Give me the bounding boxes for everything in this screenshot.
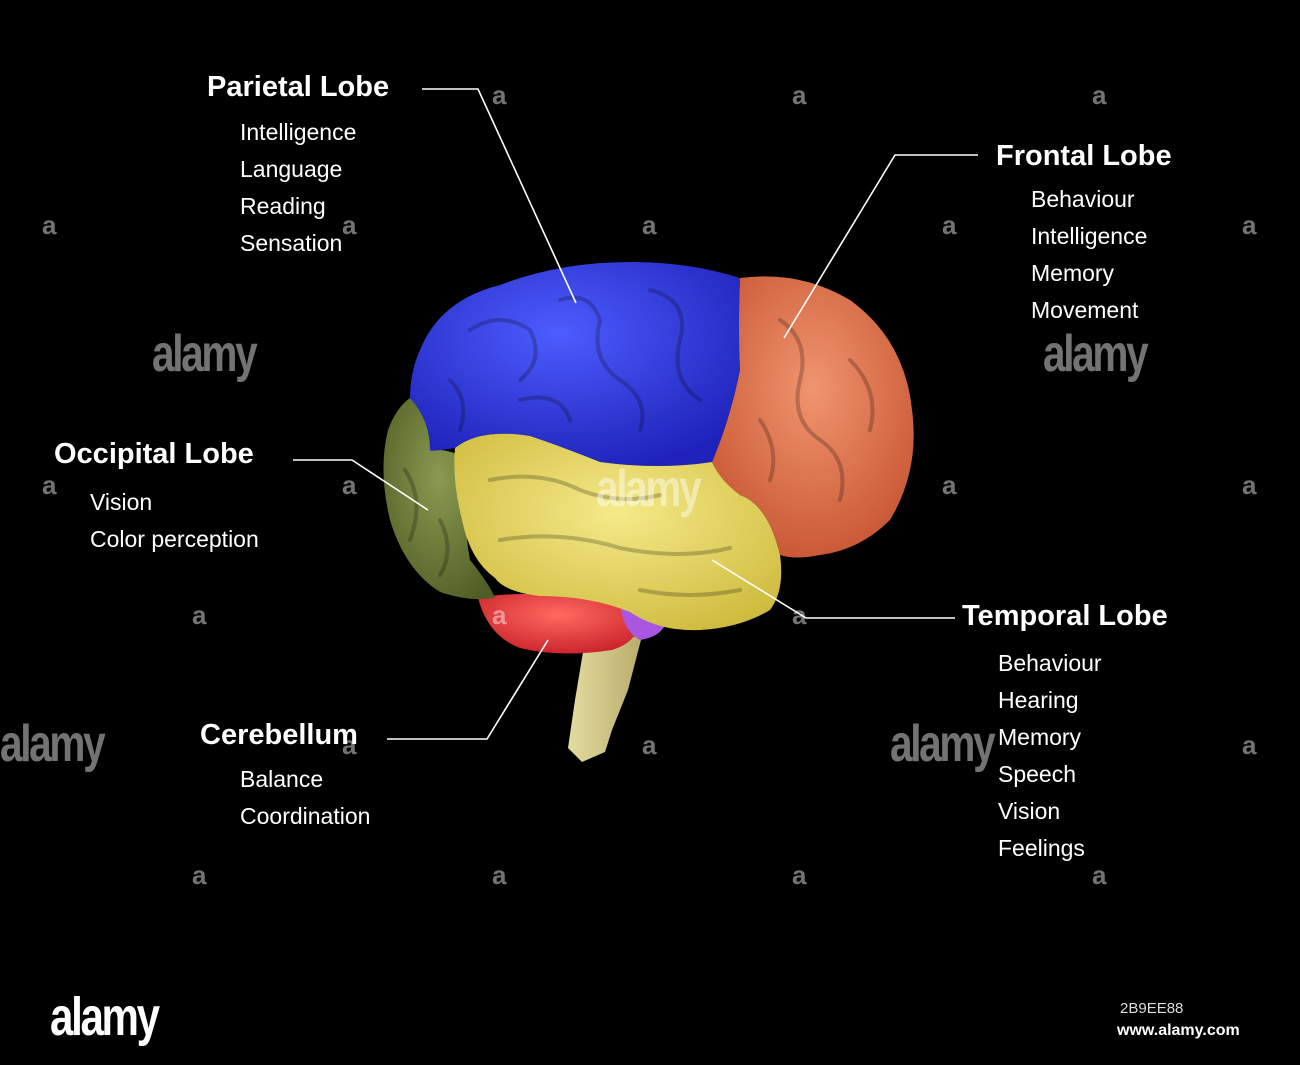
list-item: Behaviour bbox=[1031, 186, 1135, 212]
parietal-leader-line bbox=[422, 88, 577, 304]
watermark-glyph: a bbox=[792, 80, 807, 110]
frontal-leader-line bbox=[783, 154, 978, 339]
watermark-glyph: a bbox=[42, 210, 57, 240]
list-item: Intelligence bbox=[240, 119, 357, 145]
watermark-glyph: a bbox=[1242, 210, 1257, 240]
list-item: Language bbox=[240, 156, 343, 182]
watermark-glyph: a bbox=[492, 80, 507, 110]
watermark-glyph: a bbox=[942, 210, 957, 240]
cerebellum-functions: Balance Coordination bbox=[240, 761, 370, 835]
watermark-glyph: a bbox=[792, 860, 807, 890]
watermark-glyph: a bbox=[1242, 730, 1257, 760]
temporal-lobe-region bbox=[454, 433, 782, 631]
watermark-glyph: a bbox=[342, 210, 357, 240]
watermark-glyph: a bbox=[42, 470, 57, 500]
gyri-texture bbox=[403, 288, 875, 597]
watermark-glyph: a bbox=[492, 860, 507, 890]
watermark-glyph: a bbox=[192, 600, 207, 630]
list-item: Vision bbox=[998, 798, 1061, 824]
watermark-glyph: a bbox=[342, 730, 357, 760]
frontal-lobe-title: Frontal Lobe bbox=[996, 140, 1172, 172]
watermark-brand: alamy bbox=[596, 460, 702, 518]
occipital-lobe-functions: Vision Color perception bbox=[90, 484, 259, 558]
alamy-logo: alamy bbox=[50, 987, 160, 1047]
image-code: 2B9EE88 bbox=[1120, 1000, 1184, 1017]
occipital-lobe-title: Occipital Lobe bbox=[54, 438, 254, 470]
watermark-glyph: a bbox=[792, 600, 807, 630]
watermark-glyph: a bbox=[942, 470, 957, 500]
watermark-brand: alamy bbox=[152, 325, 258, 383]
watermark-glyph: a bbox=[192, 860, 207, 890]
brain-stem bbox=[568, 636, 642, 762]
cerebellum-region bbox=[478, 594, 640, 654]
watermark-glyph: a bbox=[342, 470, 357, 500]
temporal-lobe-title: Temporal Lobe bbox=[962, 600, 1168, 632]
watermark-glyph: a bbox=[1242, 470, 1257, 500]
list-item: Balance bbox=[240, 766, 324, 792]
list-item: Memory bbox=[998, 724, 1082, 750]
cerebellum-title: Cerebellum bbox=[200, 719, 358, 751]
temporal-lobe-functions: Behaviour Hearing Memory Speech Vision F… bbox=[998, 645, 1102, 867]
list-item: Reading bbox=[240, 193, 326, 219]
list-item: Memory bbox=[1031, 260, 1115, 286]
list-item: Behaviour bbox=[998, 650, 1102, 676]
parietal-lobe-title: Parietal Lobe bbox=[207, 71, 390, 103]
watermark-glyph: a bbox=[642, 210, 657, 240]
list-item: Speech bbox=[998, 761, 1077, 787]
watermark-brand: alamy bbox=[1043, 325, 1149, 383]
site-url: www.alamy.com bbox=[1117, 1022, 1240, 1039]
parietal-lobe-functions: Intelligence Language Reading Sensation bbox=[240, 114, 356, 262]
watermark-glyph: a bbox=[1092, 860, 1107, 890]
frontal-lobe-functions: Behaviour Intelligence Memory Movement bbox=[1031, 181, 1147, 329]
occipital-lobe-region bbox=[383, 398, 495, 600]
frontal-lobe-region bbox=[712, 276, 914, 558]
list-item: Feelings bbox=[998, 835, 1085, 861]
list-item: Intelligence bbox=[1031, 223, 1148, 249]
list-item: Coordination bbox=[240, 803, 371, 829]
watermark-brand: alamy bbox=[0, 715, 106, 773]
occipital-leader-line bbox=[293, 459, 429, 511]
list-item: Hearing bbox=[998, 687, 1079, 713]
list-item: Vision bbox=[90, 489, 153, 515]
cerebellum-leader-line bbox=[387, 639, 549, 740]
watermark-brand: alamy bbox=[890, 715, 996, 773]
watermark-glyph: a bbox=[1092, 80, 1107, 110]
temporal-leader-line bbox=[711, 559, 955, 619]
list-item: Color perception bbox=[90, 526, 259, 552]
list-item: Movement bbox=[1031, 297, 1139, 323]
list-item: Sensation bbox=[240, 230, 343, 256]
watermark-glyph: a bbox=[642, 730, 657, 760]
watermark-glyph: a bbox=[492, 600, 507, 630]
leader-lines bbox=[293, 88, 978, 740]
parietal-lobe-region bbox=[410, 262, 740, 466]
